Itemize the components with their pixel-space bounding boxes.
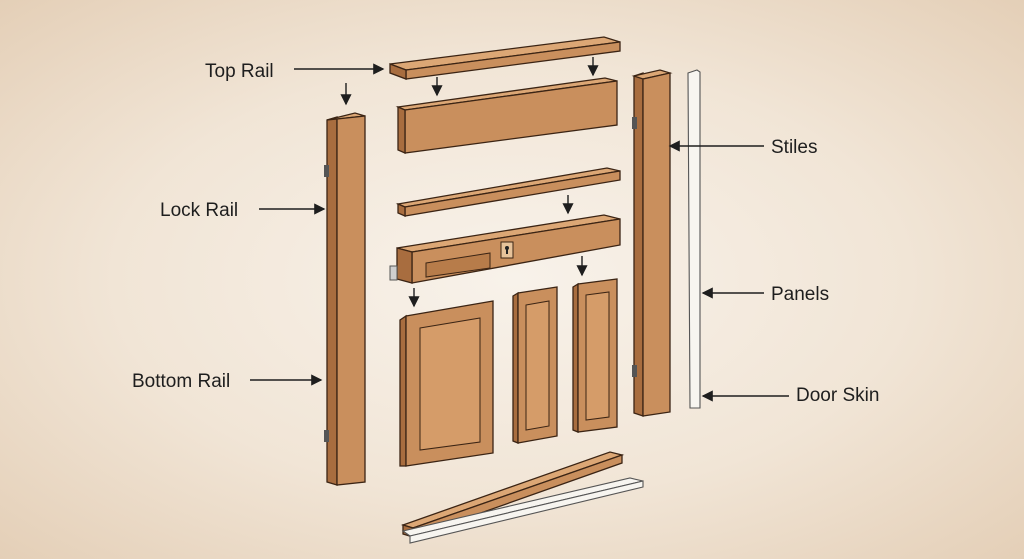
label-door-skin: Door Skin [796, 385, 879, 406]
upper-rail [395, 77, 618, 154]
label-bottom-rail: Bottom Rail [132, 371, 230, 392]
top-rail [389, 36, 621, 80]
left-stile [324, 112, 366, 486]
label-stiles: Stiles [771, 137, 817, 158]
right-panel [572, 278, 618, 433]
label-top-rail: Top Rail [205, 61, 274, 82]
mid-rail [395, 167, 621, 217]
lock-rail [389, 214, 621, 284]
bottom-skin-strip [401, 477, 644, 544]
door-skin-strip [687, 69, 701, 409]
right-stile [631, 69, 673, 417]
label-panels: Panels [771, 284, 829, 305]
label-lock-rail: Lock Rail [160, 200, 238, 221]
assembly-arrows [340, 57, 599, 308]
middle-panel [512, 286, 558, 444]
large-panel [399, 300, 494, 467]
